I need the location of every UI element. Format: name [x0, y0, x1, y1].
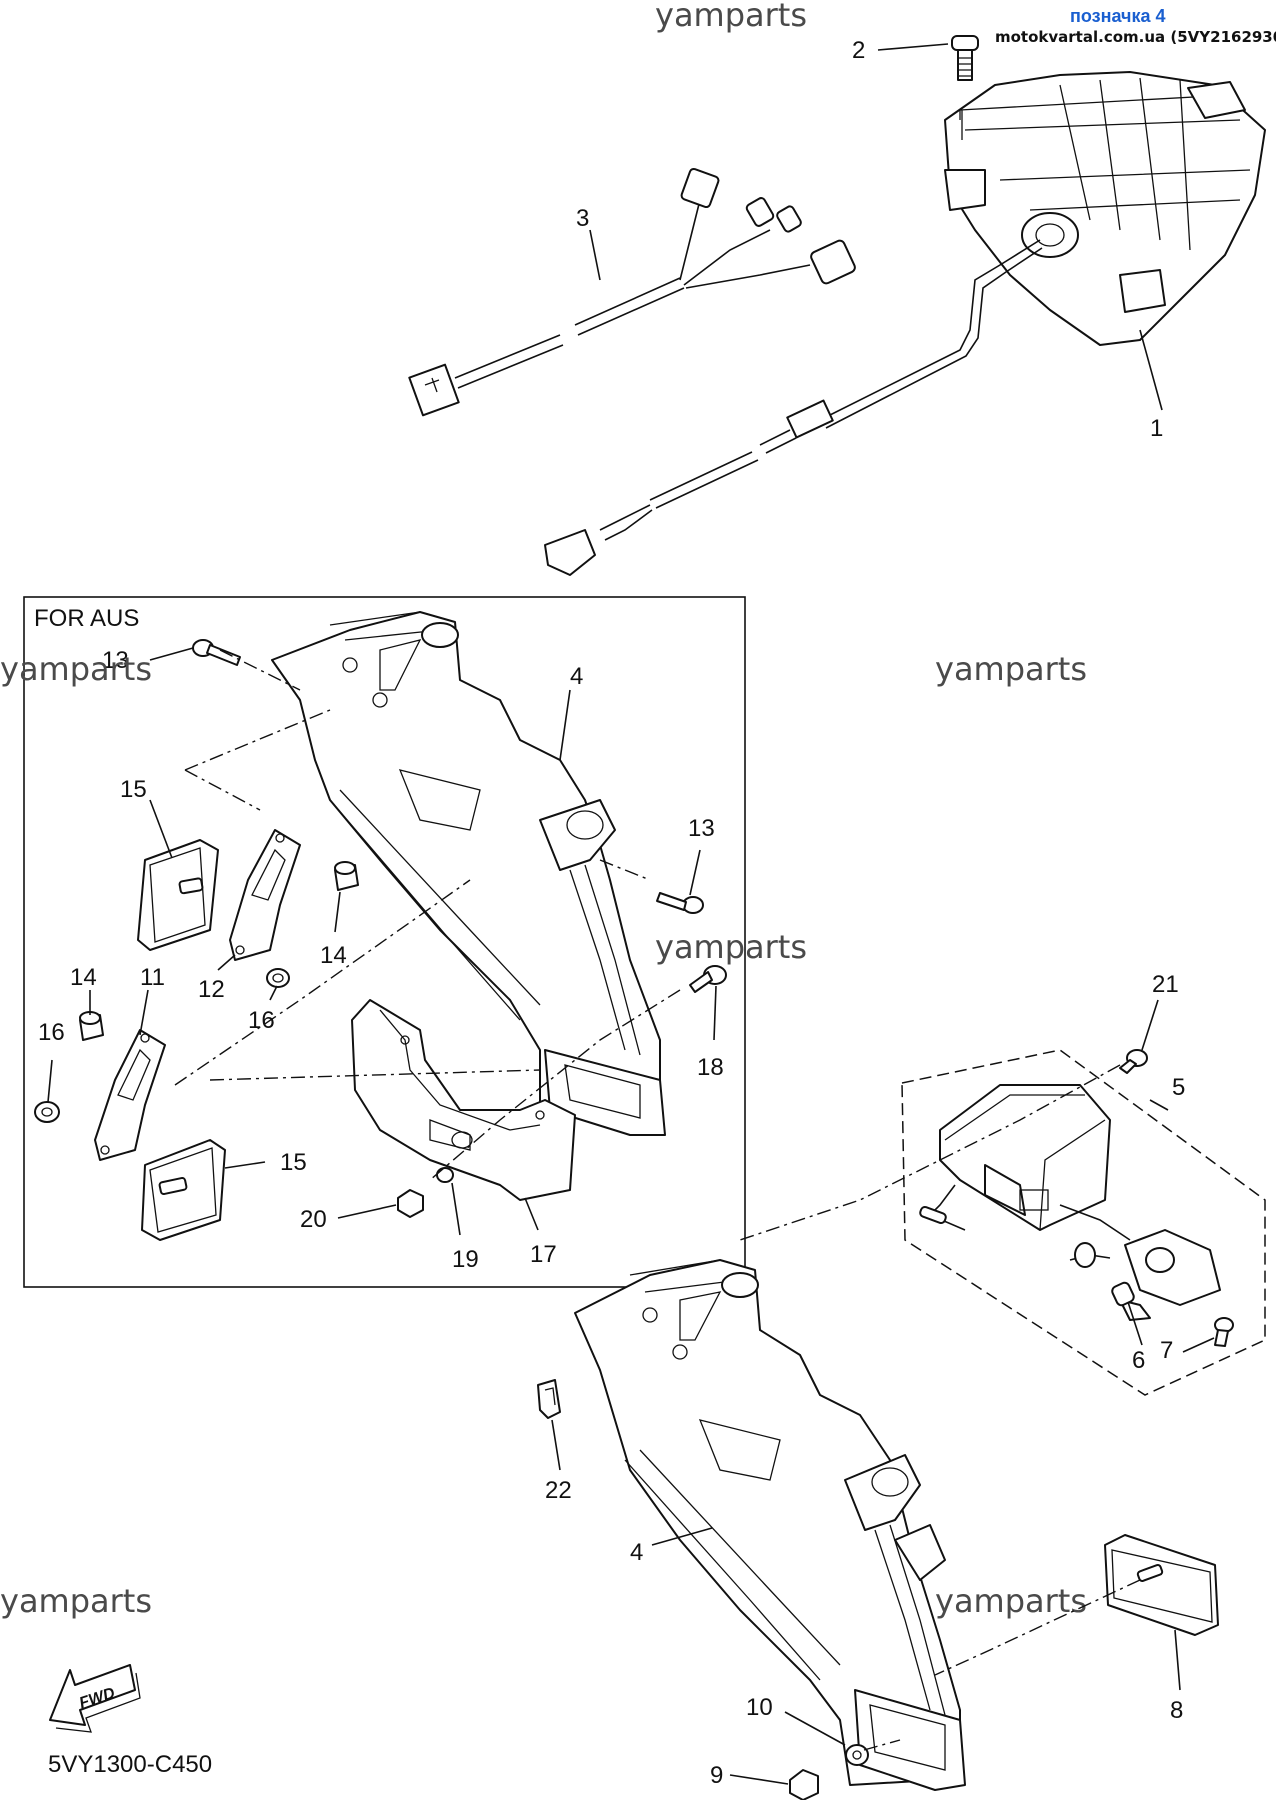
callout-2: 2: [852, 37, 865, 64]
callout-16-lower: 16: [38, 1019, 65, 1046]
part-3-wire-harness: [408, 167, 856, 417]
for-aus-box: [23, 596, 746, 1288]
callout-4-main: 4: [630, 1539, 643, 1566]
part-19-washer: [436, 1167, 454, 1183]
callout-11: 11: [140, 964, 165, 991]
part-10-washer: [845, 1744, 869, 1766]
callout-6: 6: [1132, 1347, 1145, 1374]
callout-15-upper: 15: [120, 776, 147, 803]
callout-17: 17: [530, 1241, 557, 1268]
part-12-stay: [229, 829, 301, 961]
drawing-code: 5VY1300-C450: [48, 1751, 212, 1778]
part-14-collar-upper: [334, 861, 359, 891]
callout-4-aus: 4: [570, 663, 583, 690]
callout-15-lower: 15: [280, 1149, 307, 1176]
part-16-nut-lower: [34, 1101, 60, 1123]
part-16-nut-upper: [266, 968, 290, 988]
callout-14-upper: 14: [70, 964, 97, 991]
part-4-bracket-main: [574, 1259, 966, 1791]
callout-8: 8: [1170, 1697, 1183, 1724]
callout-13-lower: 13: [688, 815, 715, 842]
callout-9: 9: [710, 1762, 723, 1789]
fwd-arrow-icon: FWD: [49, 1664, 141, 1733]
callout-1: 1: [1150, 415, 1163, 442]
part-13-bolt-lower: [656, 892, 704, 914]
part-20-nut: [397, 1189, 424, 1218]
callout-21: 21: [1152, 971, 1179, 998]
part-4-bracket-aus: [271, 611, 666, 1136]
callout-18: 18: [697, 1054, 724, 1081]
watermark-bottom-left: yamparts: [0, 1582, 152, 1620]
callout-10: 10: [746, 1694, 773, 1721]
marker-label: позначка 4: [1070, 6, 1166, 26]
callout-16-upper: 16: [248, 1007, 275, 1034]
part-1-tail-light: [544, 71, 1266, 576]
part-18-bolt: [689, 965, 727, 993]
part-11-stay: [94, 1029, 166, 1161]
callout-14-lower: 14: [320, 942, 347, 969]
part-5-license-light: [919, 1084, 1221, 1321]
callout-19: 19: [452, 1246, 479, 1273]
watermark-right: yamparts: [935, 650, 1087, 688]
for-aus-title: FOR AUS: [34, 605, 139, 632]
part-13-bolt-upper: [192, 639, 241, 666]
part-9-nut: [789, 1769, 819, 1800]
callout-22: 22: [545, 1477, 572, 1504]
part-15-reflector-lower: [141, 1139, 226, 1241]
callout-7: 7: [1160, 1337, 1173, 1364]
part-7-screw: [1214, 1317, 1234, 1347]
watermark-center: yamparts: [655, 928, 807, 966]
part-22-clip: [537, 1379, 561, 1419]
callout-12: 12: [198, 976, 225, 1003]
site-reference: motokvartal.com.ua (5VY216293000): [995, 28, 1276, 46]
callout-20: 20: [300, 1206, 327, 1233]
part-21-screw: [1119, 1049, 1148, 1074]
callout-5: 5: [1172, 1074, 1185, 1101]
part-14-collar-lower: [79, 1011, 104, 1041]
part-2-screw: [951, 35, 979, 81]
part-8-reflector: [1104, 1534, 1219, 1636]
watermark-top: yamparts: [655, 0, 807, 34]
part-17-plate: [351, 999, 576, 1201]
part-5-group-outline: [901, 1049, 1266, 1396]
part-6-bulb: [1111, 1281, 1135, 1307]
watermark-bottom-right: yamparts: [935, 1582, 1087, 1620]
callout-13-upper: 13: [102, 647, 129, 674]
part-15-reflector-upper: [137, 839, 219, 951]
watermark-left: yamparts: [0, 650, 152, 688]
callout-3: 3: [576, 205, 589, 232]
